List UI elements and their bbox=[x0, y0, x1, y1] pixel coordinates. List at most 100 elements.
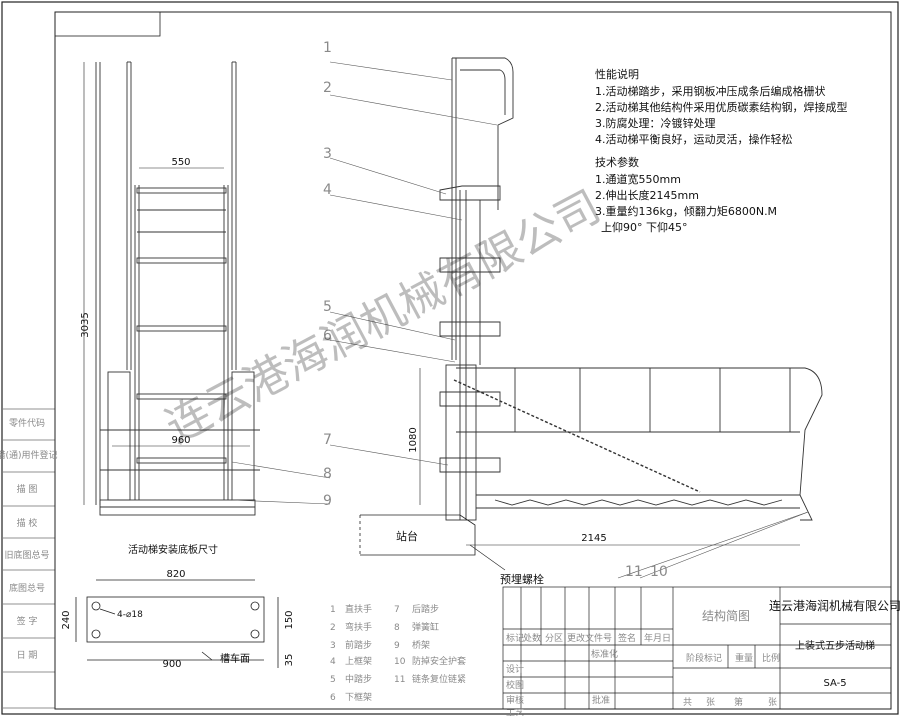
margin-label-part-code: 零件代码 bbox=[9, 417, 45, 429]
base-plate-drawing bbox=[75, 579, 279, 668]
tb-zone: 分区 bbox=[545, 633, 563, 644]
tb-sheets-no-b: 张 bbox=[768, 697, 777, 708]
tb-date: 年月日 bbox=[644, 632, 671, 644]
title-product-name: 上装式五步活动梯 bbox=[795, 639, 875, 652]
title-drawing-name: 结构简图 bbox=[702, 608, 750, 623]
front-dim-base: 960 bbox=[171, 435, 190, 446]
svg-text:链条复位链紧: 链条复位链紧 bbox=[412, 673, 466, 685]
front-dim-width: 550 bbox=[171, 157, 190, 168]
callout-7: 7 bbox=[323, 432, 332, 448]
svg-text:上框架: 上框架 bbox=[345, 655, 372, 667]
svg-text:9: 9 bbox=[394, 641, 400, 651]
left-margin-register bbox=[3, 408, 55, 709]
technical-heading: 技术参数 bbox=[595, 155, 639, 169]
svg-text:3: 3 bbox=[330, 641, 336, 651]
callout-5: 5 bbox=[323, 299, 332, 315]
tb-row-review: 审核 bbox=[506, 694, 524, 706]
callout-9: 9 bbox=[323, 493, 332, 509]
side-dim-height: 1080 bbox=[408, 427, 419, 452]
front-dim-height: 3035 bbox=[80, 312, 91, 337]
svg-text:中踏步: 中踏步 bbox=[345, 673, 372, 685]
performance-item-2: 2.活动梯其他结构件采用优质碳素结构钢，焊接成型 bbox=[595, 100, 848, 114]
technical-item-3: 3.重量约136kg，倾翻力矩6800N.M bbox=[595, 204, 777, 218]
embedded-bolt-label: 预埋螺栓 bbox=[500, 572, 544, 586]
technical-item-4: 上仰90° 下仰45° bbox=[601, 220, 688, 234]
margin-label-date: 日 期 bbox=[17, 650, 38, 661]
tb-approve: 批准 bbox=[592, 694, 610, 706]
tb-change-doc: 更改文件号 bbox=[567, 632, 612, 644]
tb-scale-label: 比例 bbox=[762, 652, 780, 664]
title-company: 连云港海润机械有限公司 bbox=[769, 598, 900, 613]
svg-text:桥架: 桥架 bbox=[412, 639, 430, 651]
callout-leader-lines bbox=[231, 61, 809, 579]
side-view-dimension-lines bbox=[419, 368, 800, 571]
sheet-inner-border bbox=[54, 11, 892, 710]
front-view-dimension-lines bbox=[83, 62, 250, 505]
company-watermark: 连云港海润机械有限公司 bbox=[158, 181, 609, 453]
svg-text:11: 11 bbox=[394, 675, 405, 685]
plate-dim-left: 240 bbox=[61, 610, 72, 629]
technical-item-2: 2.伸出长度2145mm bbox=[595, 188, 699, 202]
title-drawing-no: SA-5 bbox=[823, 678, 846, 689]
plate-hole-label: 4-⌀18 bbox=[117, 610, 143, 620]
svg-text:1: 1 bbox=[330, 605, 336, 615]
svg-text:5: 5 bbox=[330, 675, 336, 685]
technical-item-1: 1.通道宽550mm bbox=[595, 172, 681, 186]
performance-item-1: 1.活动梯踏步，采用钢板冲压成条后编成格栅状 bbox=[595, 84, 826, 98]
front-view-ladder bbox=[95, 61, 260, 516]
margin-label-check: 描 校 bbox=[17, 517, 38, 529]
svg-text:2: 2 bbox=[330, 623, 336, 633]
svg-text:8: 8 bbox=[394, 623, 400, 633]
tb-stage-label: 阶段标记 bbox=[686, 652, 722, 664]
svg-text:10: 10 bbox=[394, 657, 406, 667]
callout-3: 3 bbox=[323, 146, 332, 162]
callout-2: 2 bbox=[323, 80, 332, 96]
svg-text:下框架: 下框架 bbox=[345, 691, 372, 703]
plate-ground-label: 槽车面 bbox=[220, 652, 250, 665]
tb-sheets-no-a: 第 bbox=[734, 696, 743, 708]
top-left-code-box bbox=[54, 11, 161, 37]
tb-standardization: 标准化 bbox=[591, 648, 618, 660]
svg-text:弯扶手: 弯扶手 bbox=[345, 621, 372, 633]
callout-6: 6 bbox=[323, 328, 332, 344]
performance-item-4: 4.活动梯平衡良好，运动灵活，操作轻松 bbox=[595, 132, 793, 146]
side-dim-length: 2145 bbox=[581, 533, 606, 544]
performance-item-3: 3.防腐处理：冷镀锌处理 bbox=[595, 116, 716, 130]
performance-heading: 性能说明 bbox=[595, 67, 639, 81]
tb-row-check: 校图 bbox=[506, 679, 524, 691]
tb-sheets-total-a: 共 bbox=[683, 697, 692, 708]
callout-8: 8 bbox=[323, 466, 332, 482]
plate-dim-right-1: 150 bbox=[284, 610, 295, 629]
tb-row-design: 设计 bbox=[506, 663, 524, 675]
callout-11: 11 bbox=[625, 564, 643, 580]
parts-list: 1 直扶手 2 弯扶手 3 前踏步 4 上框架 5 中踏步 6 下框架 7 后踏… bbox=[330, 603, 466, 703]
margin-label-borrowed: 借(通)用件登记 bbox=[0, 449, 58, 461]
svg-text:后踏步: 后踏步 bbox=[412, 603, 439, 615]
tb-sign: 签名 bbox=[618, 632, 636, 644]
callout-1: 1 bbox=[323, 40, 332, 56]
platform-label: 站台 bbox=[396, 529, 418, 543]
svg-text:7: 7 bbox=[394, 605, 400, 615]
margin-label-trace: 描 图 bbox=[17, 483, 38, 495]
margin-label-old-drawing: 旧底图总号 bbox=[4, 549, 49, 561]
svg-text:4: 4 bbox=[330, 657, 336, 667]
side-view-ladder bbox=[439, 57, 823, 521]
svg-text:前踏步: 前踏步 bbox=[345, 639, 372, 651]
margin-label-drawing-no: 底图总号 bbox=[9, 582, 45, 594]
svg-text:弹簧缸: 弹簧缸 bbox=[412, 621, 439, 633]
platform-block bbox=[359, 514, 476, 556]
base-plate-title: 活动梯安装底板尺寸 bbox=[128, 543, 218, 556]
svg-text:6: 6 bbox=[330, 693, 336, 703]
tb-row-process: 工艺 bbox=[506, 708, 524, 716]
plate-dim-bottom: 900 bbox=[162, 659, 181, 670]
tb-mark: 标记 bbox=[506, 632, 524, 644]
margin-label-sign: 签 字 bbox=[17, 615, 38, 627]
callout-10: 10 bbox=[650, 564, 668, 580]
svg-text:直扶手: 直扶手 bbox=[345, 603, 372, 615]
callout-4: 4 bbox=[323, 182, 332, 198]
plate-dim-top: 820 bbox=[166, 569, 185, 580]
title-block bbox=[502, 586, 892, 710]
tb-sheets-total-b: 张 bbox=[706, 697, 715, 708]
